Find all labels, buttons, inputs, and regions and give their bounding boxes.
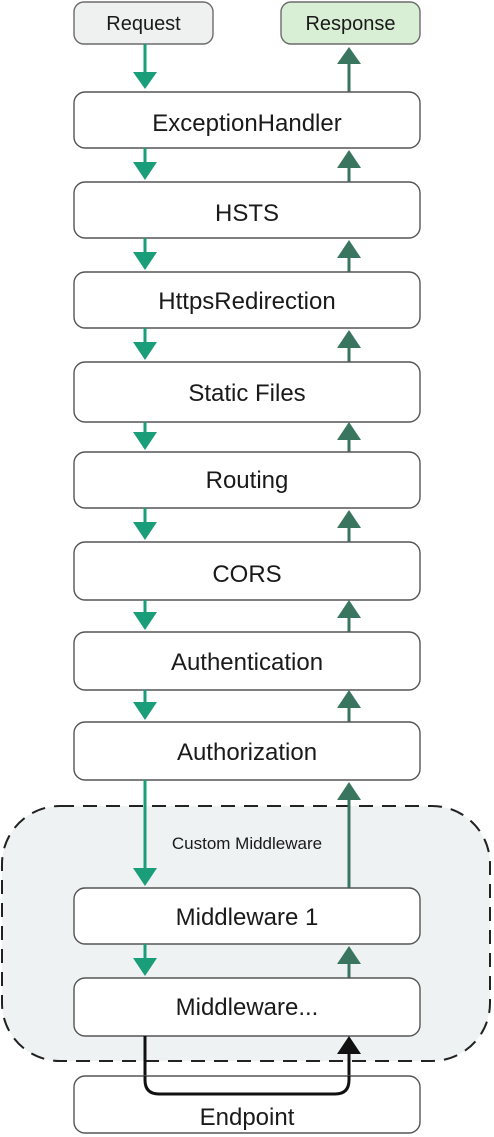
- pipeline-arrows: [133, 422, 361, 452]
- pipeline-node-cors: CORS: [73, 541, 421, 601]
- pipeline-node-routing: Routing: [73, 451, 421, 509]
- custom-node-label: Middleware 1: [176, 904, 319, 931]
- pipeline-label: ExceptionHandler: [152, 110, 341, 137]
- custom-node-label: Middleware...: [176, 994, 319, 1021]
- pipeline-node-hsts: HSTS: [73, 181, 421, 239]
- pipeline-arrows: [133, 508, 361, 542]
- endpoint-label: Endpoint: [200, 1104, 295, 1131]
- custom-middleware-label: Custom Middleware: [172, 834, 322, 853]
- response-arrow-head: [337, 47, 361, 64]
- response-label: Response: [305, 13, 395, 35]
- pipeline-node-exception-handler: ExceptionHandler: [73, 91, 421, 149]
- request-arrow-head: [133, 868, 157, 886]
- endpoint-turnaround-arrow-head: [337, 1036, 361, 1054]
- custom-node-middleware-1: Middleware 1: [73, 887, 421, 945]
- pipeline-node-static-files: Static Files: [73, 361, 421, 423]
- pipeline-label: Authentication: [171, 649, 323, 676]
- request-arrow-head: [133, 72, 157, 89]
- pipeline-node-authorization: Authorization: [73, 721, 421, 781]
- response-node: [280, 1, 421, 45]
- custom-node-middleware-more: Middleware...: [73, 977, 421, 1037]
- pipeline-label: Routing: [206, 467, 289, 494]
- pipeline-arrows: [133, 600, 361, 632]
- pipeline-arrows: [133, 328, 361, 362]
- pipeline-arrows: [133, 148, 361, 182]
- endpoint-node: Endpoint: [73, 1075, 421, 1134]
- response-arrow-head: [337, 782, 361, 800]
- pipeline-arrows: [133, 238, 361, 272]
- pipeline-arrows: [133, 690, 361, 722]
- pipeline-label: Static Files: [188, 380, 305, 407]
- pipeline-label: Authorization: [177, 739, 317, 766]
- endpoint-turnaround-arrow-overlay: [143, 1076, 351, 1096]
- custom-arrows: [133, 944, 361, 978]
- pipeline-node-https-redirection: HttpsRedirection: [73, 271, 421, 329]
- pipeline-node-authentication: Authentication: [73, 631, 421, 691]
- pipeline-label: CORS: [212, 561, 281, 588]
- pipeline-label: HttpsRedirection: [158, 288, 335, 315]
- request-label: Request: [106, 13, 181, 35]
- pipeline-label: HSTS: [215, 200, 279, 227]
